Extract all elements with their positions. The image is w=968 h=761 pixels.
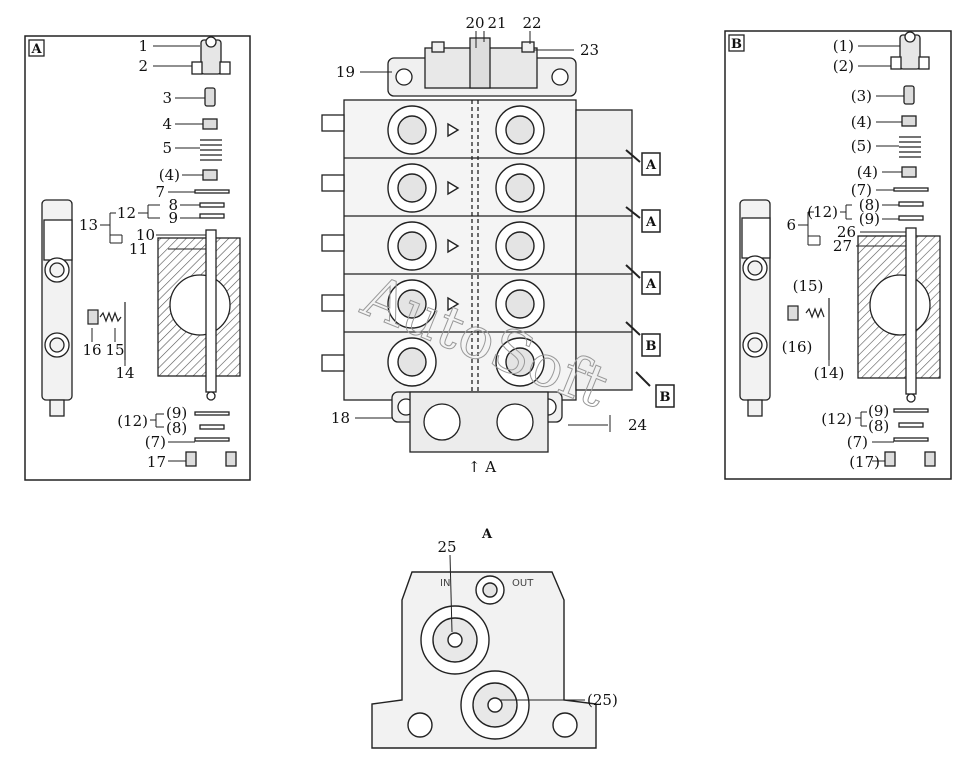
panel-a-tag: A <box>30 42 42 57</box>
main-ports <box>387 105 545 387</box>
panel-a-label-8b: (8) <box>166 419 187 437</box>
panel-b-label-4: (4) <box>851 113 872 131</box>
main-label-21: 21 <box>487 14 506 32</box>
panel-a-label-14: 14 <box>115 364 134 382</box>
panel-b-label-4b: (4) <box>857 163 878 181</box>
section-tag-3: A <box>645 277 657 292</box>
panel-a-side-view <box>41 199 73 417</box>
section-tag-1: A <box>645 158 657 173</box>
panel-b-label-9b: (9) <box>868 402 889 420</box>
main-valve-view: A A A B B 20 21 <box>321 14 675 476</box>
main-label-24: 24 <box>628 416 647 434</box>
bottom-port-in: IN <box>440 578 450 589</box>
main-leaders <box>355 31 611 432</box>
panel-a-label-1: 1 <box>138 37 148 55</box>
section-tag-4: B <box>646 339 657 354</box>
main-arrow-label: ↑ A <box>468 458 496 476</box>
panel-b-spring-plug <box>787 298 830 360</box>
panel-a-label-15: 15 <box>105 341 124 359</box>
panel-b-label-9: (9) <box>859 210 880 228</box>
section-tag-2: A <box>645 215 657 230</box>
panel-b-tag-box <box>728 34 745 52</box>
panel-b-label-7b: (7) <box>847 433 868 451</box>
bottom-port-out: OUT <box>512 578 534 589</box>
panel-b-label-15: (15) <box>793 277 824 295</box>
bottom-view-a: A IN OUT 25 (25) <box>371 527 618 749</box>
panel-a-label-7b: (7) <box>145 433 166 451</box>
panel-a-label-10: 10 <box>136 226 155 244</box>
panel-b-label-8: (8) <box>859 196 880 214</box>
panel-b-label-6: 6 <box>786 216 796 234</box>
panel-b-border <box>724 30 952 480</box>
main-bottom-housing <box>391 391 563 453</box>
main-label-18: 18 <box>331 409 350 427</box>
main-label-22: 22 <box>522 14 541 32</box>
panel-b-label-14: (14) <box>814 364 845 382</box>
panel-a-border <box>24 35 251 481</box>
panel-b-label-3: (3) <box>851 87 872 105</box>
main-labels: 20 21 22 23 19 18 24 ↑ A <box>331 14 647 476</box>
panel-b-cross-section <box>857 227 941 403</box>
panel-a-label-9b: (9) <box>166 404 187 422</box>
bottom-view-body <box>371 571 597 749</box>
panel-a: A <box>24 35 251 481</box>
panel-a-label-16: 16 <box>82 341 101 359</box>
panel-a-labels: 1 2 3 4 5 (4) 7 8 12 9 13 10 11 16 15 14… <box>79 37 187 471</box>
main-top-housing <box>387 37 577 97</box>
panel-a-tag-box <box>28 39 45 57</box>
main-section-tags: A A A B B <box>625 149 675 408</box>
panel-a-cross-section <box>157 229 241 401</box>
panel-a-label-12: 12 <box>117 204 136 222</box>
panel-b-label-27: 27 <box>833 237 852 255</box>
main-label-23: 23 <box>580 41 599 59</box>
panel-b-label-5: (5) <box>851 137 872 155</box>
panel-b-label-12: (12) <box>807 203 838 221</box>
panel-b-label-12b: (12) <box>821 410 852 428</box>
panel-a-label-13: 13 <box>79 216 98 234</box>
panel-b-label-7: (7) <box>851 181 872 199</box>
panel-b-label-2: (2) <box>833 57 854 75</box>
panel-a-label-17: 17 <box>147 453 166 471</box>
panel-b-label-16: (16) <box>782 338 813 356</box>
bottom-label-25b: (25) <box>587 691 618 709</box>
panel-a-label-4: 4 <box>162 115 172 133</box>
panel-b-side-view <box>739 199 771 417</box>
panel-b-exploded-parts <box>884 31 936 467</box>
panel-b-label-17: (17) <box>849 453 880 471</box>
panel-a-label-11: 11 <box>129 240 148 258</box>
panel-a-exploded-parts <box>185 36 237 467</box>
panel-a-label-9: 9 <box>168 209 178 227</box>
panel-b-label-8b: (8) <box>868 417 889 435</box>
panel-a-label-2: 2 <box>138 57 148 75</box>
panel-a-label-5: 5 <box>162 139 172 157</box>
panel-a-leaders <box>91 45 206 462</box>
panel-b-labels: (1) (2) (3) (4) (5) (4) (7) 6 (12) (8) (… <box>782 37 890 471</box>
panel-a-label-4b: (4) <box>159 166 180 184</box>
panel-b-tag: B <box>731 37 742 52</box>
main-label-19: 19 <box>336 63 355 81</box>
bottom-view-title: A <box>481 527 493 542</box>
panel-b-label-1: (1) <box>833 37 854 55</box>
panel-a-label-12b: (12) <box>117 412 148 430</box>
panel-a-spring-plug <box>87 302 126 360</box>
panel-a-label-8: 8 <box>168 196 178 214</box>
panel-a-label-7: 7 <box>155 183 165 201</box>
panel-a-label-3: 3 <box>162 89 172 107</box>
bottom-leaders <box>449 554 585 701</box>
section-tag-5: B <box>660 390 671 405</box>
bottom-label-25: 25 <box>437 538 456 556</box>
panel-b-leaders <box>798 45 906 462</box>
panel-b-label-26: 26 <box>837 223 856 241</box>
main-label-20: 20 <box>465 14 484 32</box>
panel-b: B <box>724 30 952 480</box>
